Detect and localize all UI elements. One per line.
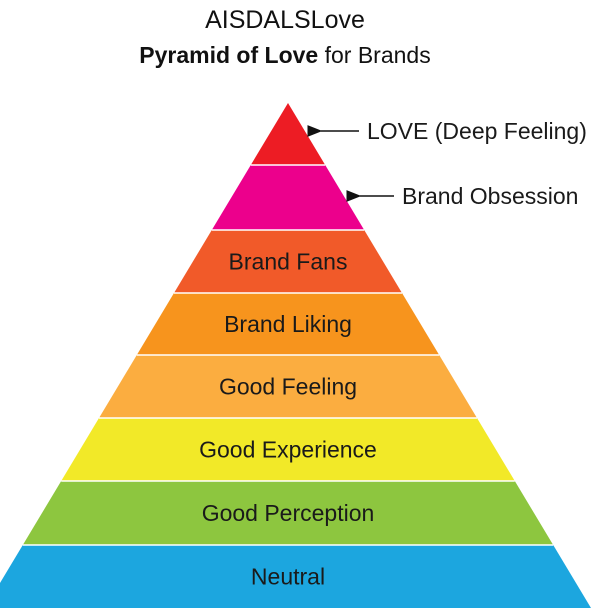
callout-label-0: LOVE (Deep Feeling) [367,118,587,144]
callout-label-1: Brand Obsession [402,183,578,209]
pyramid-layer-5 [61,418,515,481]
layer-label: Good Feeling [219,374,357,400]
pyramid-layer-3 [136,293,440,355]
pyramid-layer-1 [211,165,365,230]
pyramid-layer-4 [99,355,477,418]
layer-label: Good Perception [202,500,375,526]
layer-label: Brand Fans [229,249,348,275]
pyramid-layer-2 [174,230,402,293]
subtitle-rest: for Brands [318,42,431,68]
pyramid-layer-0 [250,103,326,165]
pyramid-layer-6 [22,481,554,545]
pyramid-callouts: LOVE (Deep Feeling) Brand Obsession [307,118,587,209]
page-subtitle: Pyramid of Love for Brands [0,40,570,70]
layer-label: Brand Liking [224,311,352,337]
layer-label: Good Experience [199,437,377,463]
page-title: AISDALSLove [205,6,365,34]
subtitle-bold: Pyramid of Love [139,42,319,68]
pyramid-layer-7 [0,545,591,608]
layer-label: Neutral [251,564,325,590]
